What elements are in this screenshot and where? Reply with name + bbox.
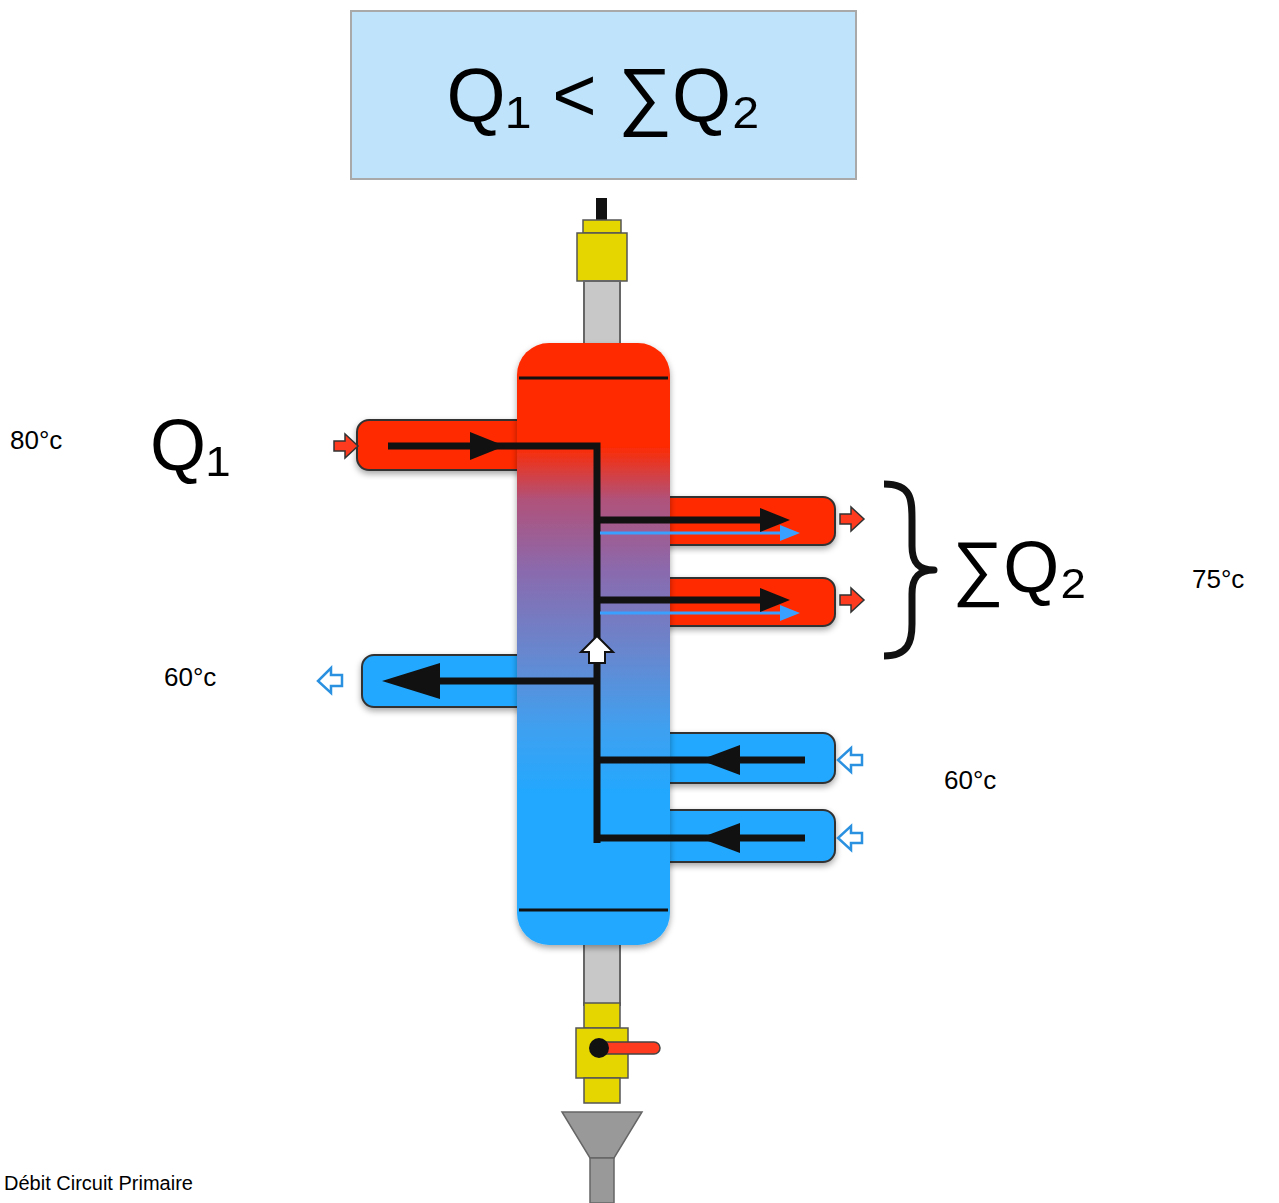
temperature-label: 75°c [1192, 565, 1244, 595]
mixing-line [600, 612, 785, 615]
flow-lines [388, 446, 805, 843]
drain-nut [584, 1003, 620, 1028]
flow-line [597, 597, 770, 604]
arrowhead [700, 745, 740, 775]
arrowhead [700, 823, 740, 853]
direction-arrow [840, 588, 864, 612]
vent-rod [596, 198, 607, 222]
brace [884, 484, 934, 656]
direction-arrow [838, 748, 862, 772]
separator-seam [519, 909, 668, 912]
upflow-arrow [581, 636, 613, 663]
formula-box: Q₁ < ∑Q₂ [350, 10, 857, 180]
arrowhead [382, 663, 440, 699]
flow-symbol: ∑Q₂ [952, 526, 1087, 609]
direction-arrow [334, 434, 358, 458]
temperature-label: 80°c [10, 426, 62, 456]
vent-nut [583, 220, 621, 233]
direction-arrow [840, 507, 864, 531]
arrowhead [780, 605, 800, 621]
separator-seam [519, 377, 668, 380]
flow-symbol: Q₁ [150, 404, 230, 487]
flow-line [430, 678, 597, 685]
direction-arrow [838, 826, 862, 850]
direction-arrow [318, 668, 342, 693]
drain-pipe [584, 943, 620, 1005]
flow-lines [600, 533, 785, 613]
temperature-label: 60°c [164, 663, 216, 693]
vent-body [577, 233, 627, 281]
funnel-spout [590, 1158, 614, 1203]
arrowhead [780, 525, 800, 541]
valve-spindle [589, 1038, 609, 1058]
flow-line [388, 446, 597, 843]
drain-funnel [562, 1112, 642, 1158]
vent-pipe [584, 281, 620, 345]
drain-nut [584, 1078, 620, 1103]
mixing-line [600, 532, 785, 535]
formula-text: Q₁ < ∑Q₂ [446, 51, 760, 138]
caption-note: Débit Circuit Primaire [4, 1172, 193, 1195]
separator-body [517, 343, 670, 945]
arrowhead [470, 432, 505, 460]
temperature-label: 60°c [944, 766, 996, 796]
flow-line [597, 517, 770, 524]
